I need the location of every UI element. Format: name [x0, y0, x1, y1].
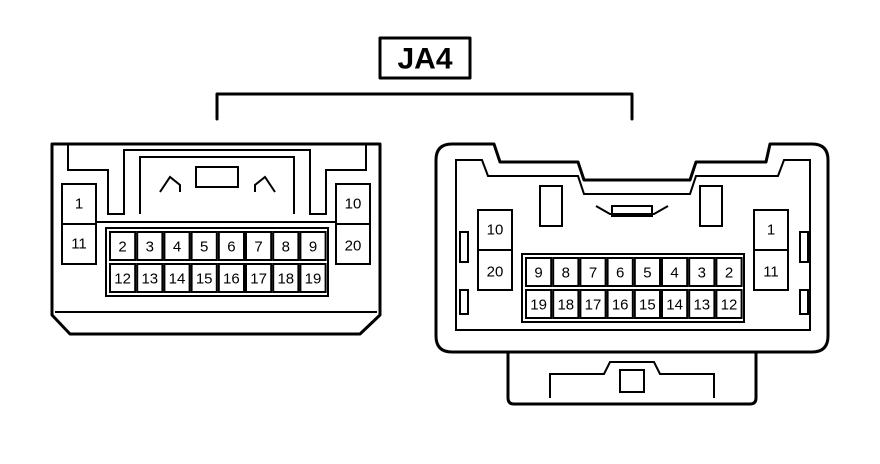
right-pin-cell — [552, 289, 580, 319]
left-pin-label: 5 — [200, 239, 208, 256]
left-pin-cell — [217, 231, 246, 261]
right-pin-label: 18 — [557, 297, 574, 314]
left-pin-label: 16 — [223, 271, 240, 288]
left-pin-cell — [245, 263, 273, 293]
left-pin-cell — [109, 231, 137, 261]
right-pin-cell — [606, 289, 634, 319]
right-pin-label: 8 — [562, 265, 570, 282]
left-pin-label: 9 — [309, 239, 317, 256]
left-pin-cell — [272, 231, 300, 261]
right-pin-cell — [715, 289, 743, 319]
right-pin-cell — [606, 257, 634, 287]
right-pin-label: 2 — [725, 265, 733, 282]
left-connector: 1 11 10 20 2 3 4 5 6 7 8 9 12 13 14 15 16 17 18 19 — [50, 142, 382, 336]
right-pin-cell — [525, 289, 553, 319]
pin-label: 11 — [71, 236, 87, 253]
left-pin-cells: 2 3 4 5 6 7 8 9 12 13 14 15 16 17 18 19 — [109, 231, 327, 293]
right-pin-label: 4 — [670, 265, 678, 282]
left-pin-label: 7 — [254, 239, 262, 256]
right-pin-cell — [688, 289, 716, 319]
right-pin-cell — [688, 257, 716, 287]
right-lower-tab — [506, 350, 758, 406]
right-pin-cell — [661, 257, 689, 287]
pin-label: 20 — [345, 238, 362, 255]
left-pin-label: 13 — [141, 271, 158, 288]
left-tab-l — [159, 175, 181, 193]
left-pin-cell — [190, 263, 218, 293]
pin-label: 1 — [75, 196, 83, 213]
left-pin-label: 15 — [196, 271, 213, 288]
right-lock — [549, 361, 715, 398]
left-pin-label: 17 — [250, 271, 267, 288]
left-pin-cell — [245, 231, 273, 261]
left-pin-cell — [299, 263, 327, 293]
right-pin-cell — [552, 257, 580, 287]
left-pin-cell — [136, 231, 164, 261]
left-pin-cell — [190, 231, 218, 261]
right-slot — [799, 289, 809, 315]
right-pin-label: 17 — [585, 297, 602, 314]
left-pin-label: 3 — [146, 239, 154, 256]
right-pin-cells: 9 8 7 6 5 4 3 2 19 18 17 16 15 14 13 12 — [525, 257, 743, 319]
left-latch-frame — [139, 156, 295, 214]
left-pin-cell — [163, 231, 191, 261]
right-pin-cell — [633, 289, 661, 319]
right-slot — [459, 289, 469, 315]
pin-label: 1 — [767, 222, 775, 239]
left-pin-cell — [272, 263, 300, 293]
right-pin-label: 19 — [530, 297, 547, 314]
left-pin-label: 19 — [305, 271, 322, 288]
right-pin-label: 13 — [693, 297, 710, 314]
right-pin-label: 3 — [698, 265, 706, 282]
left-pin-cell — [136, 263, 164, 293]
right-pin-label: 7 — [589, 265, 597, 282]
left-pin-cell — [109, 263, 137, 293]
left-pin-label: 2 — [118, 239, 126, 256]
right-pin-cell — [579, 257, 607, 287]
left-inner-top — [67, 144, 367, 215]
left-pin-label: 12 — [114, 271, 131, 288]
right-notch-bar — [611, 205, 653, 217]
left-pin-label: 8 — [282, 239, 290, 256]
right-connector: 10 20 1 11 9 8 7 6 5 4 3 2 19 18 17 16 15 14 13 12 — [434, 142, 830, 406]
left-pin-cell — [217, 263, 246, 293]
right-pin-label: 14 — [666, 297, 683, 314]
right-pin-label: 6 — [616, 265, 624, 282]
pin-label: 20 — [487, 264, 504, 281]
right-pin-label: 15 — [639, 297, 656, 314]
right-pin-cell — [715, 257, 743, 287]
bracket-line — [215, 92, 634, 121]
left-tab-r — [254, 175, 276, 193]
right-pin-cell — [661, 289, 689, 319]
pin-label: 10 — [487, 222, 504, 239]
left-pin-cell — [299, 231, 327, 261]
left-housing — [50, 142, 382, 336]
right-lock-button — [619, 369, 645, 393]
left-pin-cell — [163, 263, 191, 293]
right-pin-label: 5 — [643, 265, 651, 282]
right-pin-label: 9 — [534, 265, 542, 282]
pin-label: 11 — [763, 264, 779, 281]
title-box — [378, 36, 472, 80]
right-pin-label: 12 — [721, 297, 738, 314]
pin-label: 10 — [345, 196, 362, 213]
right-post-r — [699, 185, 723, 227]
right-pin-cell — [579, 289, 607, 319]
left-pin-label: 18 — [277, 271, 294, 288]
left-pin-label: 14 — [169, 271, 186, 288]
right-inner-frame — [455, 159, 811, 331]
right-slot — [459, 231, 469, 263]
right-pin-cell — [525, 257, 553, 287]
right-slot — [799, 231, 809, 263]
right-post-l — [539, 185, 563, 227]
right-pin-cell — [633, 257, 661, 287]
left-pin-label: 6 — [227, 239, 235, 256]
right-pin-label: 16 — [612, 297, 629, 314]
right-notch — [595, 205, 669, 215]
left-latch — [195, 166, 239, 188]
right-housing — [434, 142, 830, 354]
left-pin-label: 4 — [173, 239, 181, 256]
connector-title: JA4 — [397, 43, 452, 76]
